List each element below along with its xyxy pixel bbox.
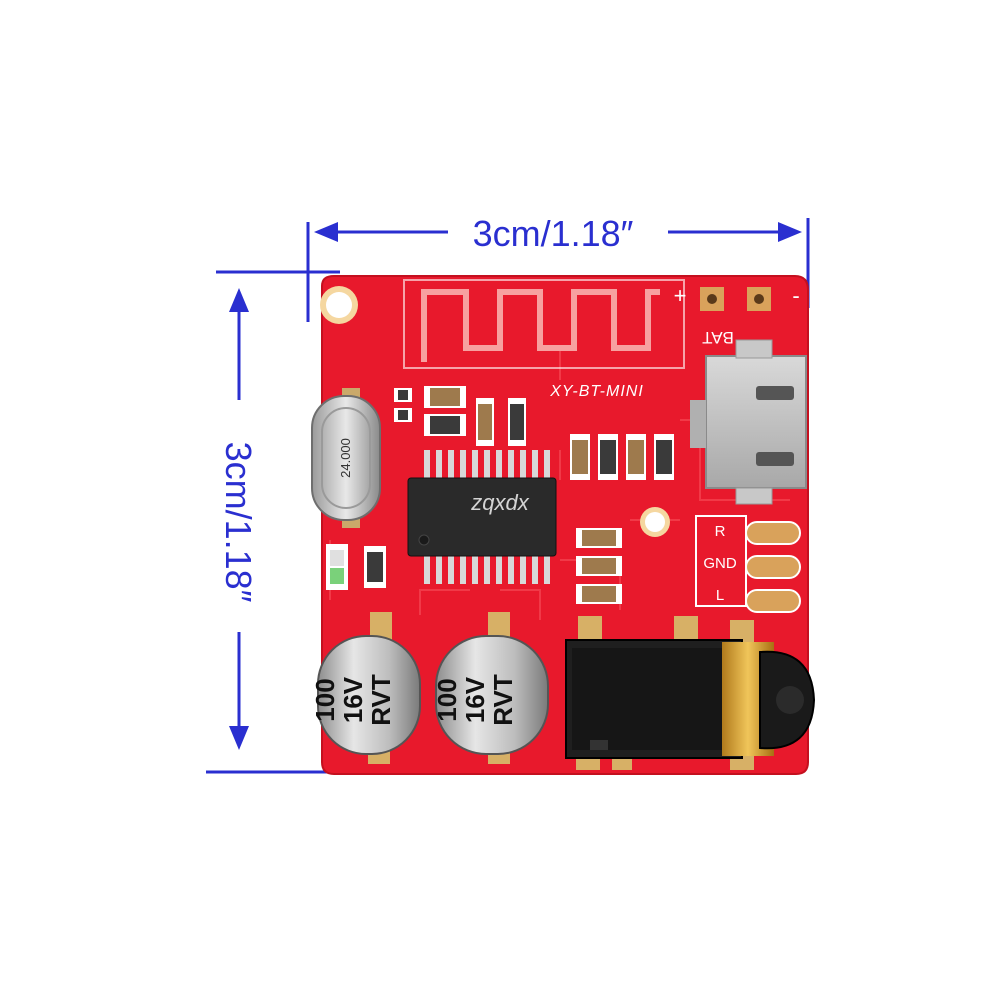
battery-label: BAT (702, 328, 734, 347)
smd-capacitor (576, 528, 622, 548)
battery-minus-label: - (792, 283, 799, 308)
ic-pins-bottom (424, 554, 550, 584)
cap-right-series-label: RVT (488, 674, 518, 726)
antenna-area (403, 279, 685, 369)
bluetooth-ic-chip (407, 450, 557, 584)
smd-capacitor (424, 414, 466, 436)
mounting-hole-top-left (320, 286, 358, 324)
pin-l-label: L (716, 587, 724, 604)
watermark: zqxdx (470, 490, 529, 515)
width-label: 3cm/1.18″ (473, 213, 634, 254)
battery-pads (700, 287, 771, 311)
pin-gnd-label: GND (703, 555, 737, 572)
battery-plus-label: + (674, 283, 687, 308)
smd-capacitor (424, 386, 466, 408)
crystal-frequency-label: 24.000 (338, 438, 353, 478)
crystal-oscillator (311, 388, 381, 528)
smd-led (326, 544, 348, 590)
smd-resistor (364, 546, 386, 588)
electrolytic-capacitor-left (317, 612, 421, 764)
audio-output-pad-frame (695, 515, 747, 607)
smd-capacitor (626, 434, 646, 480)
micro-usb-port (690, 339, 807, 505)
model-label: XY-BT-MINI (549, 383, 644, 400)
smd-resistor (508, 398, 526, 446)
width-dimension (306, 218, 810, 322)
cap-right-value-label: 100 (432, 678, 462, 721)
height-label: 3cm/1.18″ (218, 442, 259, 603)
cap-left-series-label: RVT (366, 674, 396, 726)
smd-resistor (654, 434, 674, 480)
smd-resistor (394, 408, 412, 422)
bluetooth-antenna-trace (421, 289, 660, 362)
smd-capacitor (476, 398, 494, 446)
pin-r-label: R (715, 523, 726, 540)
cap-right-voltage-label: 16V (460, 676, 490, 723)
cap-left-voltage-label: 16V (338, 676, 368, 723)
electrolytic-capacitor-right (435, 612, 549, 764)
smd-capacitor (576, 584, 622, 604)
audio-output-pads (745, 521, 801, 613)
smd-resistor (394, 388, 412, 402)
ic-pins-top (424, 450, 550, 480)
cap-left-value-label: 100 (310, 678, 340, 721)
smd-capacitor (576, 556, 622, 576)
mounting-hole-center (640, 507, 670, 537)
smd-capacitor (570, 434, 590, 480)
smd-components (326, 386, 674, 604)
smd-resistor (598, 434, 618, 480)
audio-jack (565, 616, 816, 770)
